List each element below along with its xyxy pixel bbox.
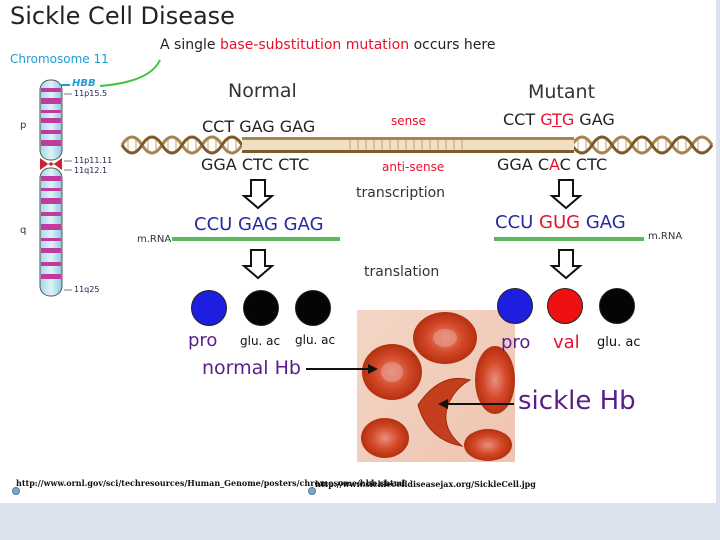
amino-acid-circle-glu2-normal bbox=[295, 290, 331, 326]
subtitle: A single base-substitution mutation occu… bbox=[160, 37, 495, 53]
mutant-sense-part-b: G bbox=[540, 110, 553, 129]
translation-arrow-mutant bbox=[549, 249, 583, 280]
amino-label-pro-mutant: pro bbox=[501, 332, 531, 353]
subtitle-highlight: base-substitution mutation bbox=[219, 37, 410, 53]
sickle-hb-label: sickle Hb bbox=[518, 386, 636, 416]
transcription-arrow-normal bbox=[241, 179, 275, 210]
diagram-graphics bbox=[12, 59, 714, 495]
page-title: Sickle Cell Disease bbox=[10, 2, 235, 30]
amino-acid-circle-pro-normal bbox=[191, 290, 227, 326]
mutant-antisense-mutated-base: A bbox=[549, 155, 560, 174]
normal-hb-label: normal Hb bbox=[202, 357, 301, 379]
band-label-q25: 11q25 bbox=[74, 285, 100, 294]
callout-arrow bbox=[99, 59, 161, 87]
amino-acid-circle-pro-mutant bbox=[497, 288, 533, 324]
mrna-label-right: m.RNA bbox=[648, 231, 683, 242]
slide: Sickle Cell Disease A single base-substi… bbox=[0, 0, 716, 503]
mutant-mutated-base: T bbox=[552, 110, 562, 129]
chromosome-11-ideogram bbox=[39, 79, 72, 297]
mrna-label-left: m.RNA bbox=[137, 234, 172, 245]
mutant-antisense-sequence: GGA CAC CTC bbox=[497, 155, 607, 174]
translation-label: translation bbox=[364, 264, 440, 280]
amino-label-val-mutant: val bbox=[553, 332, 580, 353]
mutant-antisense-part-c: C CTC bbox=[559, 155, 608, 174]
mutant-mrna-mutated-codon: GUG bbox=[539, 212, 581, 233]
chromosome-label: Chromosome 11 bbox=[10, 52, 109, 66]
transcription-arrow-mutant bbox=[549, 179, 583, 210]
mrna-strand-normal bbox=[172, 237, 340, 241]
amino-label-glu1-normal: glu. ac bbox=[240, 334, 281, 348]
source-link-sicklecell[interactable]: http://www.sicklecelldiseasejax.org/Sick… bbox=[315, 479, 536, 489]
normal-antisense-sequence: GGA CTC CTC bbox=[201, 155, 310, 174]
mutant-antisense-part-a: GGA C bbox=[497, 155, 549, 174]
arm-q-label: q bbox=[20, 225, 27, 236]
normal-mrna-sequence: CCU GAG GAG bbox=[194, 214, 324, 235]
sense-label: sense bbox=[391, 114, 426, 128]
mutant-sense-sequence: CCT GTG GAG bbox=[503, 110, 615, 129]
arm-p-label: p bbox=[20, 120, 27, 131]
translation-arrow-normal bbox=[241, 249, 275, 280]
mutant-mrna-part-a: CCU bbox=[495, 212, 540, 233]
amino-acid-circle-glu1-normal bbox=[243, 290, 279, 326]
link-icon-left bbox=[12, 487, 20, 495]
band-label-p15: 11p15.5 bbox=[74, 89, 108, 98]
mutant-sense-part-d: G bbox=[561, 110, 575, 129]
amino-label-pro-normal: pro bbox=[188, 330, 218, 351]
mutant-sense-part-a: CCT bbox=[503, 110, 541, 129]
band-label-q12: 11q12.1 bbox=[74, 166, 108, 175]
mutant-mrna-part-c: GAG bbox=[580, 212, 626, 233]
amino-acid-circle-val-mutant bbox=[547, 288, 583, 324]
normal-sense-sequence: CCT GAG GAG bbox=[202, 117, 316, 136]
mutant-sense-part-e: GAG bbox=[574, 110, 615, 129]
red-blood-cells-photo bbox=[357, 310, 515, 462]
normal-header: Normal bbox=[228, 80, 297, 102]
band-label-p11: 11p11.11 bbox=[74, 156, 113, 165]
amino-label-glu-mutant: glu. ac bbox=[597, 335, 641, 350]
subtitle-after: occurs here bbox=[409, 37, 496, 53]
amino-acid-circle-glu-mutant bbox=[599, 288, 635, 324]
mrna-strand-mutant bbox=[494, 237, 644, 241]
source-link-ornl[interactable]: http://www.ornl.gov/sci/techresources/Hu… bbox=[16, 478, 406, 488]
amino-label-glu2-normal: glu. ac bbox=[295, 333, 336, 347]
link-icon-right bbox=[308, 487, 316, 495]
gene-label: HBB bbox=[72, 78, 96, 89]
mutant-header: Mutant bbox=[528, 81, 596, 103]
transcription-label: transcription bbox=[356, 185, 446, 201]
mutant-mrna-sequence: CCU GUG GAG bbox=[495, 212, 626, 233]
dna-double-helix bbox=[120, 135, 714, 155]
subtitle-before: A single bbox=[160, 37, 220, 53]
antisense-label: anti-sense bbox=[382, 160, 445, 174]
